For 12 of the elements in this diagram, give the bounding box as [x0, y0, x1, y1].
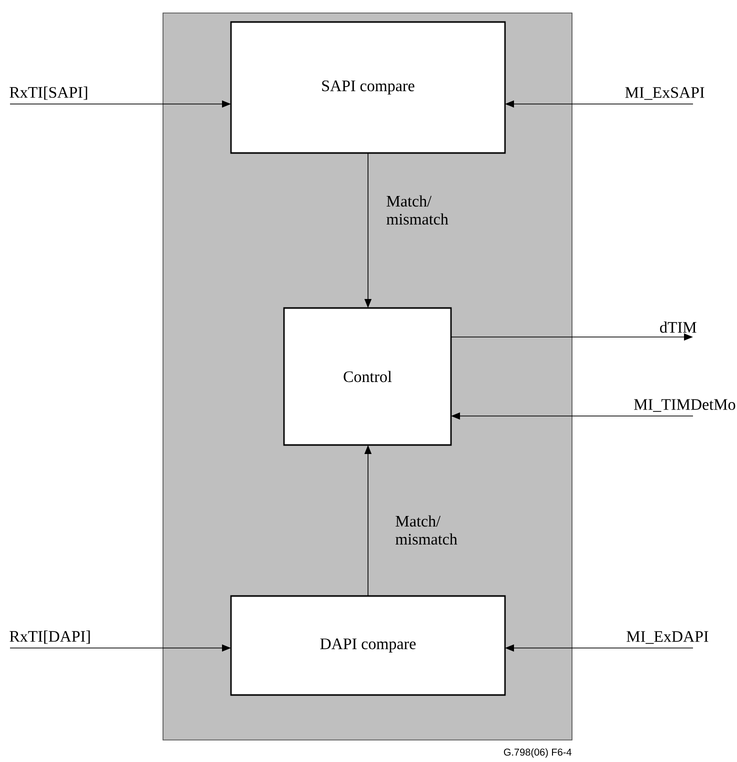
signal-label: RxTI[DAPI] — [10, 630, 90, 644]
process-box: DAPI compare — [230, 595, 506, 696]
signal-label: MI_ExSAPI — [625, 87, 704, 100]
signal-label: RxTI[SAPI] — [10, 86, 88, 100]
edge-label: Match/ mismatch — [386, 195, 448, 225]
signal-label: MI_TIMDetMo — [634, 399, 736, 412]
figure-number: G.798(06) F6-4 — [504, 748, 572, 758]
signal-label: dTIM — [660, 322, 696, 333]
edge-label: Match/ mismatch — [396, 515, 458, 545]
process-box: SAPI compare — [230, 21, 506, 154]
process-box: Control — [283, 307, 452, 446]
signal-label: MI_ExDAPI — [626, 631, 708, 644]
